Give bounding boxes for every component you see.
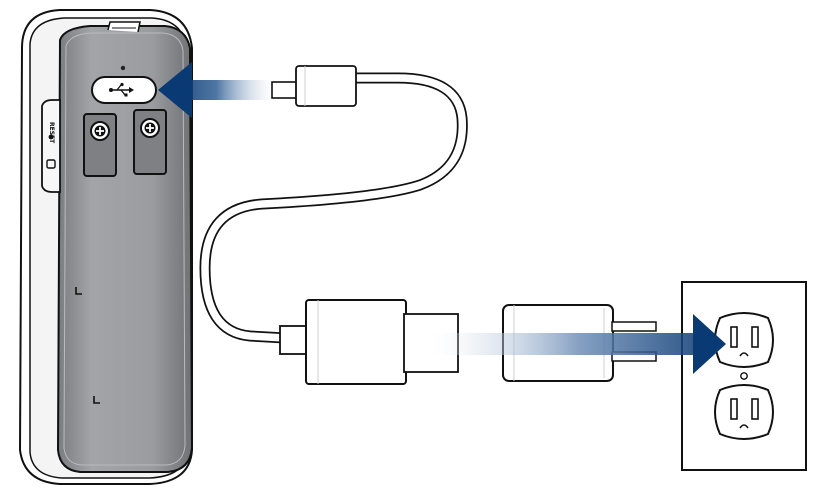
screw-icon (90, 121, 110, 141)
arrow-to-outlet (432, 314, 726, 374)
body-mark-lower (93, 396, 100, 404)
screw-bay-right (133, 109, 167, 175)
indicator-dot (120, 65, 126, 71)
screw-bay-left (83, 113, 117, 177)
usb-port (91, 76, 157, 104)
adapter-prong-top (611, 321, 657, 332)
reset-button[interactable] (48, 134, 54, 140)
micro-usb-plug (271, 65, 357, 107)
usb-a-plug (279, 299, 459, 385)
usb-cable (199, 72, 468, 344)
side-control-strip: RESET (41, 99, 61, 193)
usb-icon (109, 82, 134, 97)
device: RESET (18, 9, 194, 485)
screw-icon (140, 118, 160, 138)
arrow-to-port (158, 62, 275, 118)
wall-outlet-icon (681, 281, 807, 471)
body-mark-upper (75, 287, 82, 295)
side-button-icon[interactable] (46, 159, 56, 169)
reset-label: RESET (48, 122, 55, 144)
